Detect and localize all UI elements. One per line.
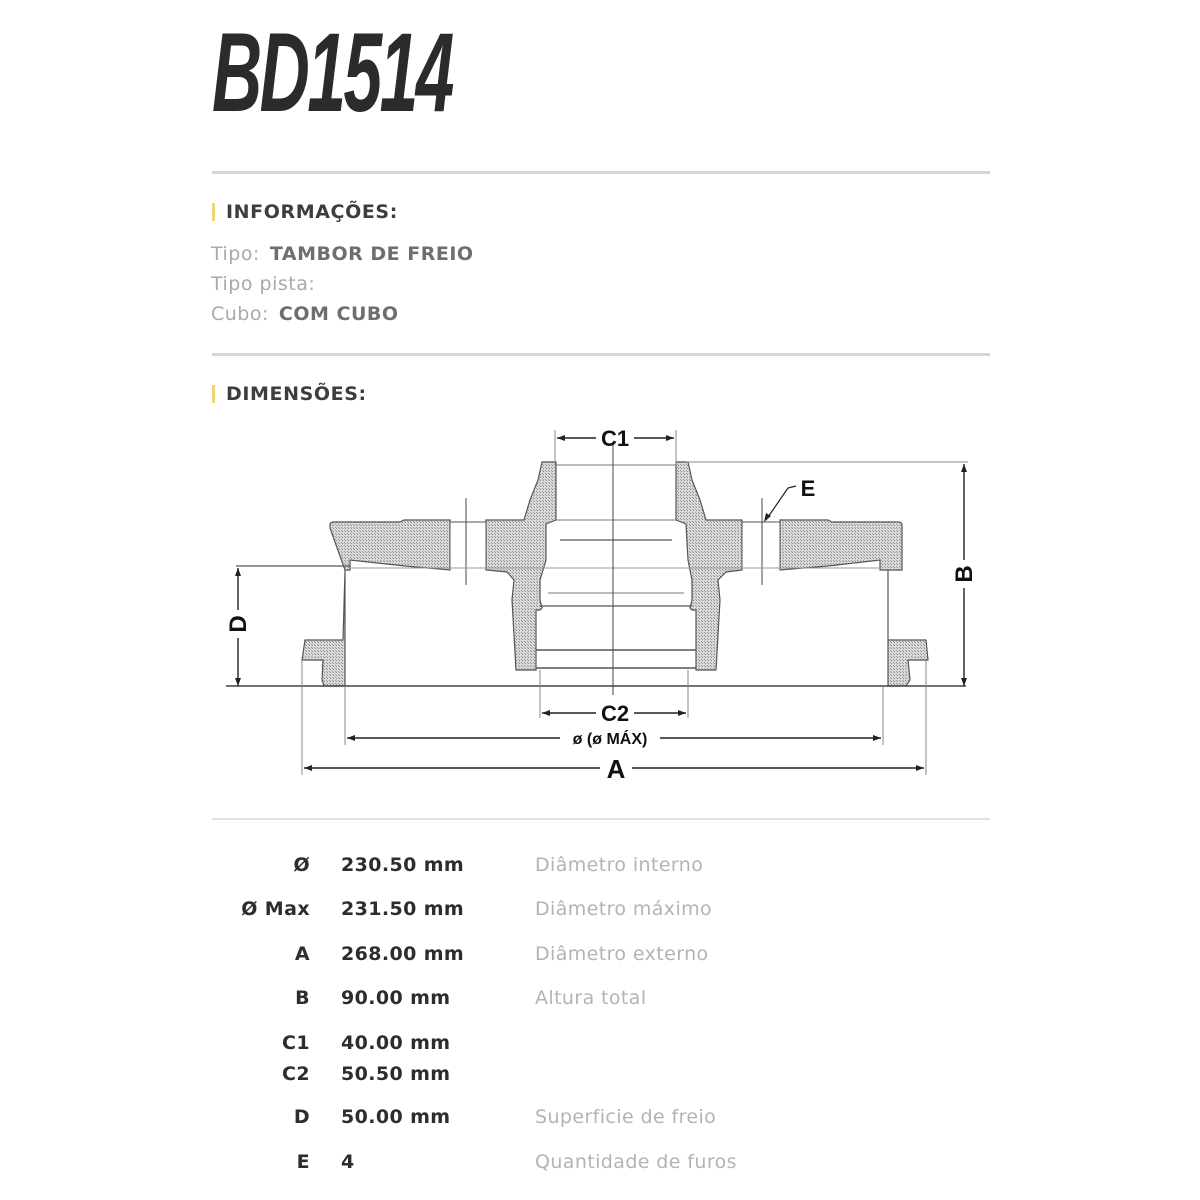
spec-key: Ø: [293, 854, 310, 876]
spec-row: E 4 Quantidade de furos: [200, 1151, 900, 1181]
spec-row: Ø Max 231.50 mm Diâmetro máximo: [200, 898, 900, 928]
label-e: E: [801, 476, 816, 501]
section-dimensoes-header: DIMENSÕES:: [212, 383, 367, 405]
spec-key: D: [293, 1106, 310, 1128]
info-row-tipo: Tipo: TAMBOR DE FREIO: [211, 243, 474, 265]
divider-top: [212, 171, 990, 174]
divider-middle: [212, 353, 990, 356]
divider-bottom: [212, 818, 990, 820]
spec-value: 4: [341, 1151, 355, 1173]
info-row-tipo-pista: Tipo pista:: [211, 273, 325, 295]
spec-key: E: [296, 1151, 310, 1173]
info-label: Tipo:: [211, 243, 260, 265]
spec-key: A: [294, 943, 310, 965]
label-b: B: [951, 565, 978, 582]
spec-value: 50.00 mm: [341, 1106, 451, 1128]
spec-description: Diâmetro interno: [535, 854, 704, 876]
label-d: D: [225, 615, 252, 632]
spec-value: 90.00 mm: [341, 987, 451, 1009]
hub-right: [675, 461, 743, 671]
spec-description: Altura total: [535, 987, 647, 1009]
drum-left-wall: [301, 519, 451, 687]
section-informacoes-header: INFORMAÇÕES:: [212, 201, 398, 223]
section-title: DIMENSÕES:: [226, 383, 367, 405]
spec-row: Ø 230.50 mm Diâmetro interno: [200, 854, 900, 884]
spec-key: Ø Max: [241, 898, 310, 920]
hub-left: [485, 461, 557, 671]
info-value: COM CUBO: [278, 303, 399, 325]
label-diameter: ø (ø MÁX): [573, 729, 648, 748]
label-a: A: [607, 754, 626, 784]
spec-value: 230.50 mm: [341, 854, 465, 876]
brake-drum-cross-section-diagram: C1 B D E C2 ø (ø MÁX) A: [225, 426, 978, 784]
spec-row: A 268.00 mm Diâmetro externo: [200, 943, 900, 973]
spec-description: Superficie de freio: [535, 1106, 717, 1128]
spec-key: B: [295, 987, 310, 1009]
spec-description: Diâmetro externo: [535, 943, 709, 965]
spec-key: C1: [282, 1032, 310, 1054]
label-c2: C2: [601, 701, 629, 726]
spec-value: 231.50 mm: [341, 898, 465, 920]
drum-right-wall: [779, 519, 929, 687]
spec-row: D 50.00 mm Superficie de freio: [200, 1106, 900, 1136]
section-title: INFORMAÇÕES:: [226, 201, 398, 223]
info-label: Cubo:: [211, 303, 269, 325]
spec-row: B 90.00 mm Altura total: [200, 987, 900, 1017]
product-code-title: BD1514: [212, 10, 454, 135]
spec-value: 268.00 mm: [341, 943, 465, 965]
bolt-hole-right: [741, 521, 781, 569]
spec-value: 40.00 mm: [341, 1032, 451, 1054]
bolt-hole-left: [449, 521, 487, 569]
accent-bar: [212, 203, 215, 221]
accent-bar: [212, 385, 215, 403]
spec-description: Diâmetro máximo: [535, 898, 713, 920]
spec-value: 50.50 mm: [341, 1063, 451, 1085]
spec-key: C2: [282, 1063, 310, 1085]
info-label: Tipo pista:: [211, 273, 316, 295]
spec-row: C1 40.00 mm: [200, 1032, 900, 1062]
info-value: TAMBOR DE FREIO: [269, 243, 474, 265]
spec-row: C2 50.50 mm: [200, 1063, 900, 1093]
info-row-cubo: Cubo: COM CUBO: [211, 303, 399, 325]
label-c1: C1: [601, 426, 629, 451]
spec-description: Quantidade de furos: [535, 1151, 737, 1173]
